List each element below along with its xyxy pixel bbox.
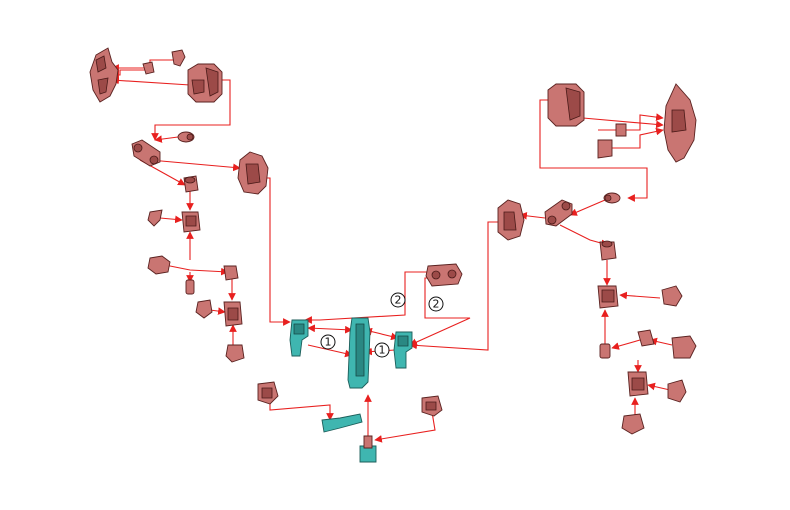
line-c-6 (409, 277, 471, 346)
connector-lines (111, 59, 673, 450)
line-tl-4 (151, 79, 231, 141)
line-c-1 (307, 324, 353, 334)
part-foot-left (225, 344, 245, 363)
part-frame-arm (321, 413, 363, 433)
part-elbow-left (181, 211, 201, 233)
part-shoulder-link-right (544, 199, 573, 227)
part-wrist-right (637, 329, 655, 347)
part-frame-right (393, 331, 413, 369)
part-fin-right-b (667, 379, 687, 403)
line-tr-5 (569, 199, 606, 216)
part-rod-right (599, 343, 611, 359)
line-tr-14 (647, 382, 671, 391)
line-c-5 (304, 271, 432, 324)
step-marker-1-right: 1 (374, 342, 390, 358)
line-tr-6 (519, 212, 546, 220)
step-marker-1-left: 1 (320, 334, 336, 350)
part-small-pin-a (171, 49, 186, 67)
line-tr-9 (619, 291, 661, 300)
part-frame-left (289, 319, 309, 357)
part-joint-small (177, 131, 195, 143)
line-tr-11 (611, 339, 641, 350)
part-upper-arm-left (183, 175, 199, 193)
part-small-pin-d (597, 139, 613, 159)
part-helmet-right (547, 83, 585, 127)
step-marker-2-left: 2 (390, 292, 406, 308)
part-forearm-right (671, 335, 697, 359)
line-tr-4 (539, 99, 648, 202)
part-fin-left-a (147, 209, 163, 227)
line-tl-5 (154, 135, 179, 143)
part-elbow-right (597, 285, 619, 309)
line-c-7 (409, 221, 498, 351)
part-hip-joint (257, 381, 279, 405)
line-tr-1 (582, 117, 664, 129)
part-fin-right-a (661, 285, 683, 307)
part-hand-right (627, 371, 649, 397)
line-tl-16 (263, 177, 291, 326)
line-tl-14 (209, 307, 226, 315)
part-joint-small-right (603, 192, 621, 204)
part-helmet-left (187, 63, 223, 103)
step-marker-2-right: 2 (428, 296, 444, 312)
line-tr-12 (649, 337, 673, 346)
step-label: 1 (379, 344, 386, 357)
line-c-8 (269, 398, 334, 421)
part-forearm-left (147, 255, 171, 275)
part-wrist-left (223, 265, 239, 281)
part-head-right (663, 83, 697, 163)
part-fin-left-b (195, 299, 213, 319)
line-c-3 (364, 327, 399, 341)
part-shoulder-link (131, 139, 161, 167)
part-shoulder-armor-left (237, 151, 269, 195)
part-shoulder-armor-right (497, 199, 525, 241)
step-label: 2 (395, 294, 402, 307)
line-tl-3 (111, 76, 191, 86)
part-hand-left (223, 301, 243, 327)
part-small-pin-b (142, 61, 155, 75)
line-tl-11 (164, 264, 229, 276)
step-label: 1 (325, 336, 332, 349)
line-tl-6 (149, 159, 241, 172)
part-small-pin-c (615, 123, 627, 137)
part-frame-spine (347, 317, 371, 389)
part-waist-red (425, 263, 463, 287)
part-rod-left (185, 279, 195, 295)
line-tr-3 (612, 127, 664, 149)
line-c-10 (374, 411, 436, 443)
part-upper-arm-right (599, 240, 617, 261)
line-c-2 (307, 344, 353, 358)
line-tl-9 (159, 215, 183, 224)
part-foot-right (621, 413, 645, 435)
part-hip-right (421, 395, 443, 417)
part-head-left (89, 47, 119, 103)
step-label: 2 (433, 298, 440, 311)
part-frame-base (359, 435, 377, 463)
